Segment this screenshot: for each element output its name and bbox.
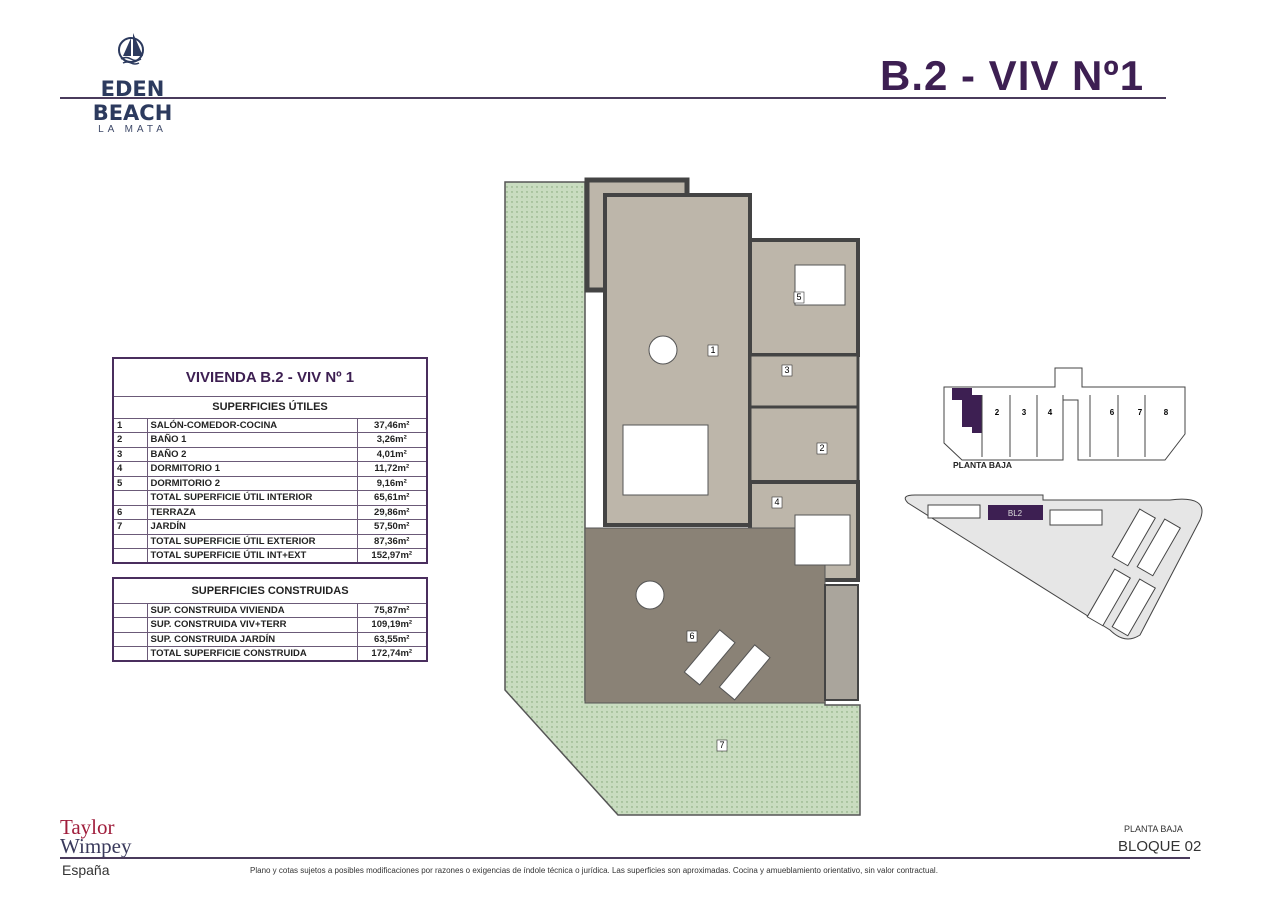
country-label: España xyxy=(62,862,110,878)
room-number-label: 4 xyxy=(774,497,779,507)
row-value: 29,86m² xyxy=(356,504,428,520)
row-label: BAÑO 2 xyxy=(146,446,358,462)
row-value: 11,72m² xyxy=(356,461,428,477)
row-label: DORMITORIO 1 xyxy=(146,461,358,477)
row-label: TERRAZA xyxy=(146,504,358,520)
row-label: DORMITORIO 2 xyxy=(146,475,358,491)
row-value: 3,26m² xyxy=(356,432,428,448)
footer-divider xyxy=(60,857,1190,859)
room-number-label: 1 xyxy=(710,345,715,355)
row-label: TOTAL SUPERFICIE ÚTIL INTERIOR xyxy=(146,490,358,506)
row-number: 2 xyxy=(112,432,148,448)
room-bano-2 xyxy=(748,353,860,409)
logo-line-1: Taylor xyxy=(60,815,115,839)
page-title: B.2 - VIV Nº1 xyxy=(880,52,1145,99)
room-number-label: 7 xyxy=(719,740,724,750)
sailboat-icon xyxy=(117,33,144,65)
row-label: SUP. CONSTRUIDA VIVIENDA xyxy=(146,602,358,618)
block-label-footer: BLOQUE 02 xyxy=(1118,838,1202,855)
floor-label: PLANTA BAJA xyxy=(1124,824,1183,834)
row-number: 6 xyxy=(112,504,148,520)
row-number xyxy=(112,490,148,506)
unit-number: 2 xyxy=(995,408,1000,417)
unit-number: 7 xyxy=(1138,408,1143,417)
unit-1-highlight xyxy=(952,388,982,433)
table-title: VIVIENDA B.2 - VIV Nº 1 xyxy=(112,357,428,397)
key-plan: BL2 2 3 4 6 7 8 xyxy=(904,367,1203,640)
room-number-label: 5 xyxy=(796,292,801,302)
brand-logo: EDEN BEACH LA MATA xyxy=(60,30,205,135)
row-value: 152,97m² xyxy=(356,548,428,564)
row-value: 75,87m² xyxy=(356,602,428,618)
row-label: SUP. CONSTRUIDA JARDÍN xyxy=(146,631,358,647)
brand-subtitle: LA MATA xyxy=(98,124,167,135)
row-label: JARDÍN xyxy=(146,519,358,535)
row-label: TOTAL SUPERFICIE ÚTIL INT+EXT xyxy=(146,548,358,564)
row-value: 9,16m² xyxy=(356,475,428,491)
section-heading: SUPERFICIES ÚTILES xyxy=(112,395,428,419)
row-label: SUP. CONSTRUIDA VIV+TERR xyxy=(146,617,358,633)
logo-line-2: Wimpey xyxy=(60,834,132,858)
row-label: SALÓN-COMEDOR-COCINA xyxy=(146,417,358,433)
unit-number: 3 xyxy=(1022,408,1027,417)
taylor-wimpey-logo: Taylor Wimpey xyxy=(60,815,132,858)
row-number: 1 xyxy=(112,417,148,433)
row-value: 63,55m² xyxy=(356,631,428,647)
row-value: 172,74m² xyxy=(356,646,428,662)
section-heading: SUPERFICIES CONSTRUIDAS xyxy=(112,577,428,604)
garden-area xyxy=(504,181,861,816)
row-number xyxy=(112,548,148,564)
keyplan-floor-label: PLANTA BAJA xyxy=(953,460,1013,470)
row-value: 37,46m² xyxy=(356,417,428,433)
block-label: BL2 xyxy=(1008,509,1023,518)
room-bano-1 xyxy=(748,405,860,484)
brand-name: EDEN BEACH xyxy=(92,77,173,125)
room-number-label: 6 xyxy=(689,631,694,641)
unit-number: 6 xyxy=(1110,408,1115,417)
row-value: 109,19m² xyxy=(356,617,428,633)
disclaimer: Plano y cotas sujetos a posibles modific… xyxy=(250,866,938,875)
row-value: 4,01m² xyxy=(356,446,428,462)
superficies-utiles-table: VIVIENDA B.2 - VIV Nº 1 SUPERFICIES ÚTIL… xyxy=(112,357,428,564)
room-number-label: 3 xyxy=(784,365,789,375)
header-divider xyxy=(60,97,1166,99)
row-value: 65,61m² xyxy=(356,490,428,506)
floor-plan: 1 2 3 4 5 6 7 xyxy=(504,177,861,816)
row-number: 4 xyxy=(112,461,148,477)
row-label: TOTAL SUPERFICIE ÚTIL EXTERIOR xyxy=(146,533,358,549)
row-value: 87,36m² xyxy=(356,533,428,549)
room-number-label: 2 xyxy=(819,443,824,453)
row-label: TOTAL SUPERFICIE CONSTRUIDA xyxy=(146,646,358,662)
row-number: 3 xyxy=(112,446,148,462)
unit-number: 8 xyxy=(1164,408,1169,417)
block-bl2-highlight xyxy=(988,505,1043,520)
superficies-construidas-table: SUPERFICIES CONSTRUIDAS SUP. CONSTRUIDA … xyxy=(112,577,428,662)
row-number xyxy=(112,533,148,549)
row-number: 7 xyxy=(112,519,148,535)
row-label: BAÑO 1 xyxy=(146,432,358,448)
row-number: 5 xyxy=(112,475,148,491)
unit-number: 4 xyxy=(1048,408,1053,417)
row-value: 57,50m² xyxy=(356,519,428,535)
